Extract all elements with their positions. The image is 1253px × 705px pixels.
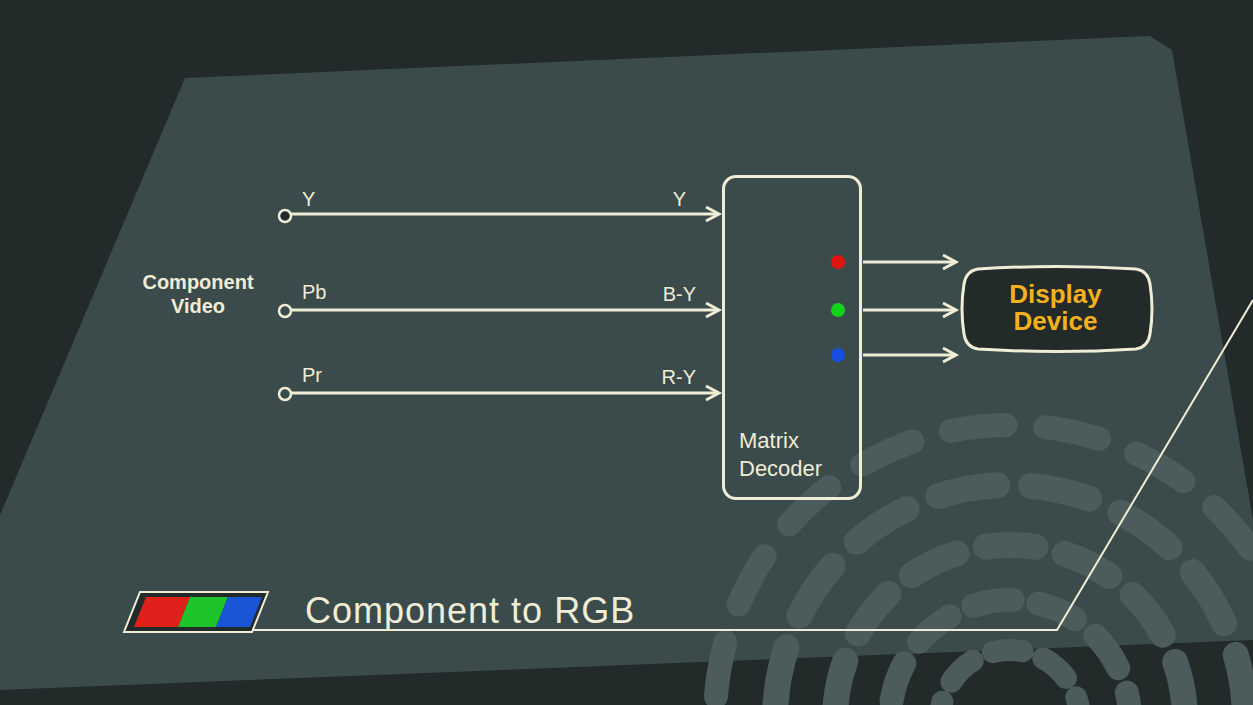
diagram-title: Component to RGB bbox=[305, 590, 635, 632]
output-arrow bbox=[863, 255, 956, 269]
input-wires bbox=[279, 207, 719, 400]
decoder-label: Matrix Decoder bbox=[739, 427, 839, 483]
signal-label: R-Y bbox=[662, 365, 696, 389]
decoder-box: Matrix Decoder bbox=[722, 175, 862, 500]
display-label: Display Device bbox=[996, 281, 1116, 335]
red-dot bbox=[831, 255, 845, 269]
input-group-label: Component Video bbox=[128, 270, 268, 318]
green-dot bbox=[831, 303, 845, 317]
rgb-logo bbox=[124, 592, 268, 632]
signal-label: B-Y bbox=[663, 282, 696, 306]
signal-label: Y bbox=[673, 187, 686, 211]
output-arrow bbox=[863, 303, 956, 317]
display-screen: Display Device bbox=[962, 266, 1152, 352]
output-arrow bbox=[863, 348, 956, 362]
decorative-texture bbox=[715, 425, 1253, 705]
background-panel bbox=[0, 36, 1253, 690]
blue-dot bbox=[831, 348, 845, 362]
screen-shape bbox=[962, 267, 1152, 352]
terminal-label: Pr bbox=[302, 363, 322, 387]
terminal-label: Y bbox=[302, 187, 315, 211]
terminal-label: Pb bbox=[302, 280, 326, 304]
